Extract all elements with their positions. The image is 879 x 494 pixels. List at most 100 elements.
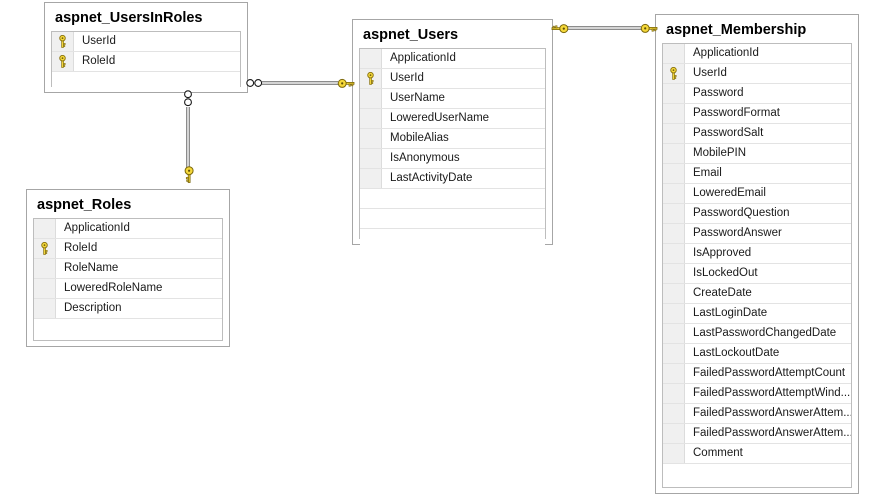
field-gutter: [360, 109, 382, 128]
table-row[interactable]: LastPasswordChangedDate: [663, 324, 851, 344]
primary-key-icon: [360, 69, 382, 88]
field-gutter: [52, 72, 74, 92]
table-row[interactable]: IsAnonymous: [360, 149, 545, 169]
primary-key-icon: [663, 64, 685, 83]
field-name: MobileAlias: [390, 132, 449, 144]
field-name: CreateDate: [693, 287, 752, 299]
field-gutter: [360, 209, 382, 228]
primary-key-icon: [34, 239, 56, 258]
table-row[interactable]: LastLockoutDate: [663, 344, 851, 364]
table-row[interactable]: Comment: [663, 444, 851, 464]
field-gutter: [663, 304, 685, 323]
table-empty-row[interactable]: [52, 72, 240, 92]
field-gutter: [663, 224, 685, 243]
table-row[interactable]: RoleName: [34, 259, 222, 279]
field-name: LoweredUserName: [390, 112, 490, 124]
field-name: FailedPasswordAnswerAttem...: [693, 427, 851, 439]
table-row[interactable]: CreateDate: [663, 284, 851, 304]
table-row[interactable]: LoweredUserName: [360, 109, 545, 129]
field-name: IsApproved: [693, 247, 752, 259]
table-row[interactable]: LoweredRoleName: [34, 279, 222, 299]
field-name: LoweredRoleName: [64, 282, 163, 294]
table-row[interactable]: ApplicationId: [360, 49, 545, 69]
table-row[interactable]: LastActivityDate: [360, 169, 545, 189]
table-empty-row[interactable]: [360, 209, 545, 229]
field-name: LastPasswordChangedDate: [693, 327, 837, 339]
field-name: LastLockoutDate: [693, 347, 780, 359]
table-empty-row[interactable]: [360, 189, 545, 209]
table-row[interactable]: UserId: [663, 64, 851, 84]
relationship-line[interactable]: [186, 107, 190, 171]
table-row[interactable]: UserId: [360, 69, 545, 89]
field-gutter: [663, 344, 685, 363]
table-empty-row[interactable]: [34, 319, 222, 339]
field-name: LastActivityDate: [390, 172, 473, 184]
table-row[interactable]: RoleId: [52, 52, 240, 72]
table-title: aspnet_Membership: [666, 22, 807, 38]
field-gutter: [663, 104, 685, 123]
table-row[interactable]: Password: [663, 84, 851, 104]
field-name: UserId: [390, 72, 424, 84]
table-title: aspnet_Users: [363, 27, 459, 43]
table-row[interactable]: PasswordQuestion: [663, 204, 851, 224]
table-row[interactable]: UserName: [360, 89, 545, 109]
table-row[interactable]: MobilePIN: [663, 144, 851, 164]
table-row[interactable]: Email: [663, 164, 851, 184]
table-row[interactable]: Description: [34, 299, 222, 319]
key-icon: [551, 23, 569, 34]
field-gutter: [663, 424, 685, 443]
table-row[interactable]: UserId: [52, 32, 240, 52]
table-row[interactable]: MobileAlias: [360, 129, 545, 149]
table-row[interactable]: PasswordFormat: [663, 104, 851, 124]
field-name: PasswordSalt: [693, 127, 764, 139]
field-name: Password: [693, 87, 744, 99]
table-row[interactable]: ApplicationId: [663, 44, 851, 64]
table-row[interactable]: ApplicationId: [34, 219, 222, 239]
table-empty-row[interactable]: [663, 464, 851, 484]
primary-key-icon: [52, 32, 74, 51]
table-row[interactable]: LastLoginDate: [663, 304, 851, 324]
field-name: FailedPasswordAttemptWind...: [693, 387, 851, 399]
table-row[interactable]: IsLockedOut: [663, 264, 851, 284]
field-gutter: [34, 319, 56, 339]
field-name: FailedPasswordAnswerAttem...: [693, 407, 851, 419]
relationship-line[interactable]: [567, 26, 641, 30]
table-row[interactable]: FailedPasswordAttemptWind...: [663, 384, 851, 404]
field-gutter: [360, 89, 382, 108]
table-row[interactable]: RoleId: [34, 239, 222, 259]
table-row[interactable]: FailedPasswordAnswerAttem...: [663, 404, 851, 424]
table-row[interactable]: FailedPasswordAttemptCount: [663, 364, 851, 384]
field-name: IsAnonymous: [390, 152, 460, 164]
field-gutter: [360, 229, 382, 249]
field-gutter: [34, 279, 56, 298]
table-row[interactable]: LoweredEmail: [663, 184, 851, 204]
field-name: Email: [693, 167, 722, 179]
field-name: IsLockedOut: [693, 267, 758, 279]
relationship-line[interactable]: [262, 81, 338, 85]
primary-key-icon: [52, 52, 74, 71]
field-name: UserName: [390, 92, 445, 104]
table-row[interactable]: PasswordSalt: [663, 124, 851, 144]
field-gutter: [34, 299, 56, 318]
field-gutter: [663, 324, 685, 343]
table-row[interactable]: PasswordAnswer: [663, 224, 851, 244]
field-name: ApplicationId: [693, 47, 759, 59]
table-row[interactable]: IsApproved: [663, 244, 851, 264]
table-row[interactable]: FailedPasswordAnswerAttem...: [663, 424, 851, 444]
field-name: Description: [64, 302, 122, 314]
field-name: LoweredEmail: [693, 187, 766, 199]
field-name: Comment: [693, 447, 743, 459]
infinity-icon: [183, 90, 193, 108]
field-gutter: [34, 219, 56, 238]
table-empty-row[interactable]: [360, 229, 545, 249]
field-gutter: [663, 464, 685, 484]
